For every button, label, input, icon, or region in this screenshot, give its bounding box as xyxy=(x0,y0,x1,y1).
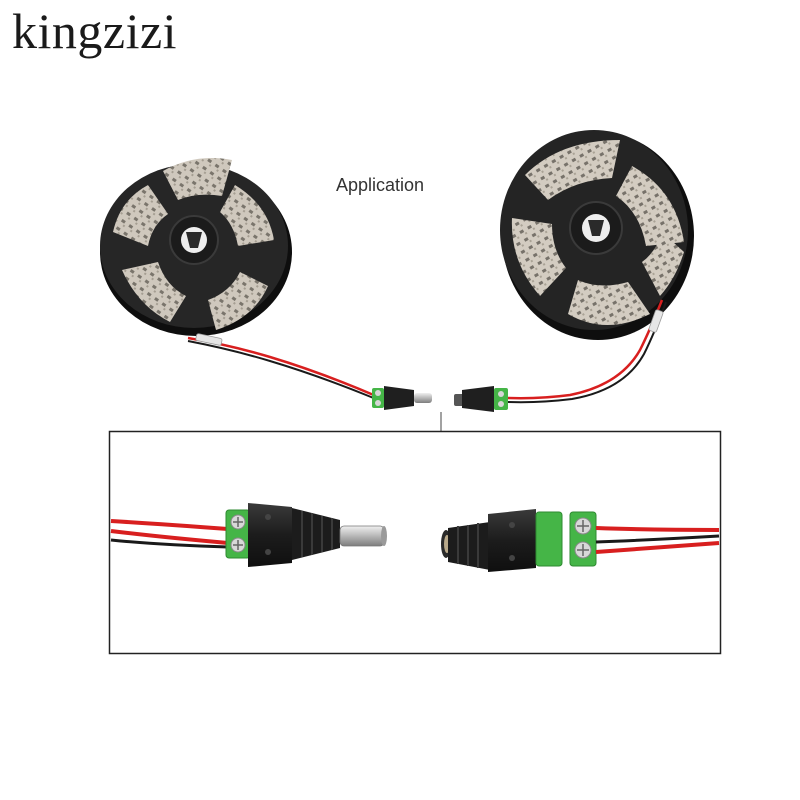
led-strip-window xyxy=(220,185,274,246)
led-strip-reel-right xyxy=(500,130,694,404)
led-strip-window xyxy=(525,140,620,200)
led-strip-window xyxy=(208,272,268,330)
led-strip-window xyxy=(122,262,186,322)
female-dc-connector-closeup xyxy=(441,509,597,572)
led-strip-window xyxy=(642,232,684,296)
male-dc-connector-closeup xyxy=(225,503,387,567)
led-strip-window xyxy=(113,185,168,246)
female-dc-connector-small xyxy=(454,386,508,412)
led-strip-window xyxy=(511,218,566,296)
brand-logo: kingzizi xyxy=(12,3,178,59)
male-dc-connector-small xyxy=(372,386,432,410)
application-label: Application xyxy=(336,175,425,195)
led-strip-window xyxy=(616,166,684,246)
connector-detail-panel xyxy=(108,430,722,655)
led-strip-window xyxy=(163,158,232,200)
led-strip-window xyxy=(568,280,650,325)
led-strip-reel-left xyxy=(100,158,377,400)
